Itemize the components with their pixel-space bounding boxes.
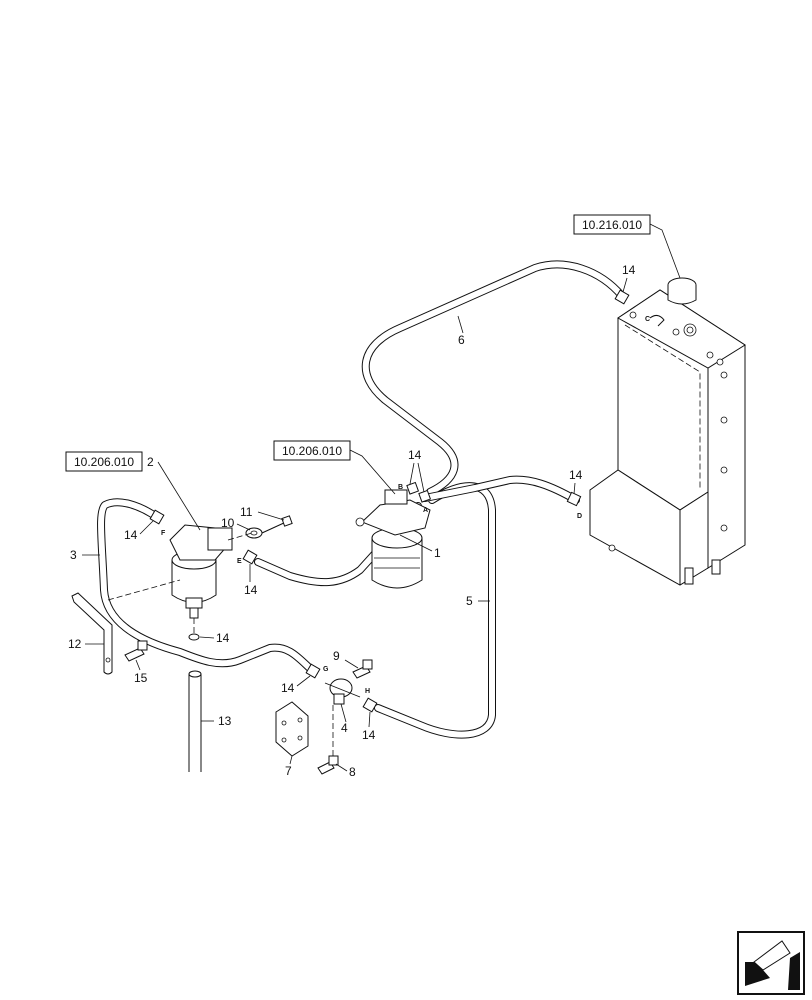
bolt-11 (261, 515, 293, 534)
callout-14-filter-bottom: 14 (216, 631, 230, 645)
ref-tank-box: 10.216.010 (573, 214, 681, 279)
callout-1: 1 (434, 546, 441, 560)
ref-tank-label: 10.216.010 (582, 218, 642, 232)
conn-letter-c: C (645, 316, 650, 323)
conn-letter-a: A (423, 507, 428, 514)
callout-14-tank-top: 14 (622, 263, 636, 277)
callout-14-valve-right: 14 (362, 728, 376, 742)
bolt-9 (352, 659, 373, 679)
bolt-15 (124, 640, 148, 662)
callout-14-filter-left: 14 (124, 528, 138, 542)
conn-letter-f: F (161, 530, 166, 537)
fuel-filter-left (169, 524, 233, 641)
callout-9: 9 (333, 649, 340, 663)
washer-10 (245, 527, 263, 539)
valve-4 (324, 678, 361, 705)
fuel-filter-center (355, 489, 431, 589)
fittings-14 (149, 289, 630, 713)
callout-5: 5 (466, 594, 473, 608)
conn-letter-h: H (365, 688, 370, 695)
pipe-1 (254, 475, 580, 587)
callout-13: 13 (218, 714, 232, 728)
callout-14-tank-side: 14 (569, 468, 583, 482)
ref-filter-center-label: 10.206.010 (282, 444, 342, 458)
callout-14-filter-outlet: 14 (244, 583, 258, 597)
pipe-3 (97, 498, 318, 676)
callout-2: 2 (147, 455, 154, 469)
conn-letter-g: G (323, 666, 329, 673)
conn-letter-d: D (577, 513, 582, 520)
callout-15: 15 (134, 671, 148, 685)
callout-12: 12 (68, 637, 82, 651)
ref-filter-left-box: 10.206.010 (65, 451, 143, 472)
navigation-arrow-icon[interactable] (737, 931, 805, 995)
callout-6: 6 (458, 333, 465, 347)
callout-4: 4 (341, 721, 348, 735)
callout-14-filter-center: 14 (408, 448, 422, 462)
conn-letter-b: B (398, 484, 403, 491)
plate-7 (275, 701, 309, 757)
ref-filter-center-box: 10.206.010 (273, 440, 396, 495)
callout-10: 10 (221, 516, 235, 530)
pipe-6 (361, 260, 626, 496)
conn-letter-e: E (237, 558, 242, 565)
connection-letters: A B C D E F G H (161, 316, 650, 695)
callouts: 2 14 6 14 14 1 5 11 10 3 14 14 14 12 15 … (68, 263, 636, 779)
bracket-12 (71, 592, 113, 675)
bolt-8 (317, 755, 339, 775)
ref-filter-left-label: 10.206.010 (74, 455, 134, 469)
callout-3: 3 (70, 548, 77, 562)
pipe-13 (188, 670, 202, 772)
callout-11: 11 (240, 505, 253, 519)
callout-8: 8 (349, 765, 356, 779)
callout-14-valve-left: 14 (281, 681, 295, 695)
callout-7: 7 (285, 764, 292, 778)
fuel-tank (589, 277, 746, 586)
